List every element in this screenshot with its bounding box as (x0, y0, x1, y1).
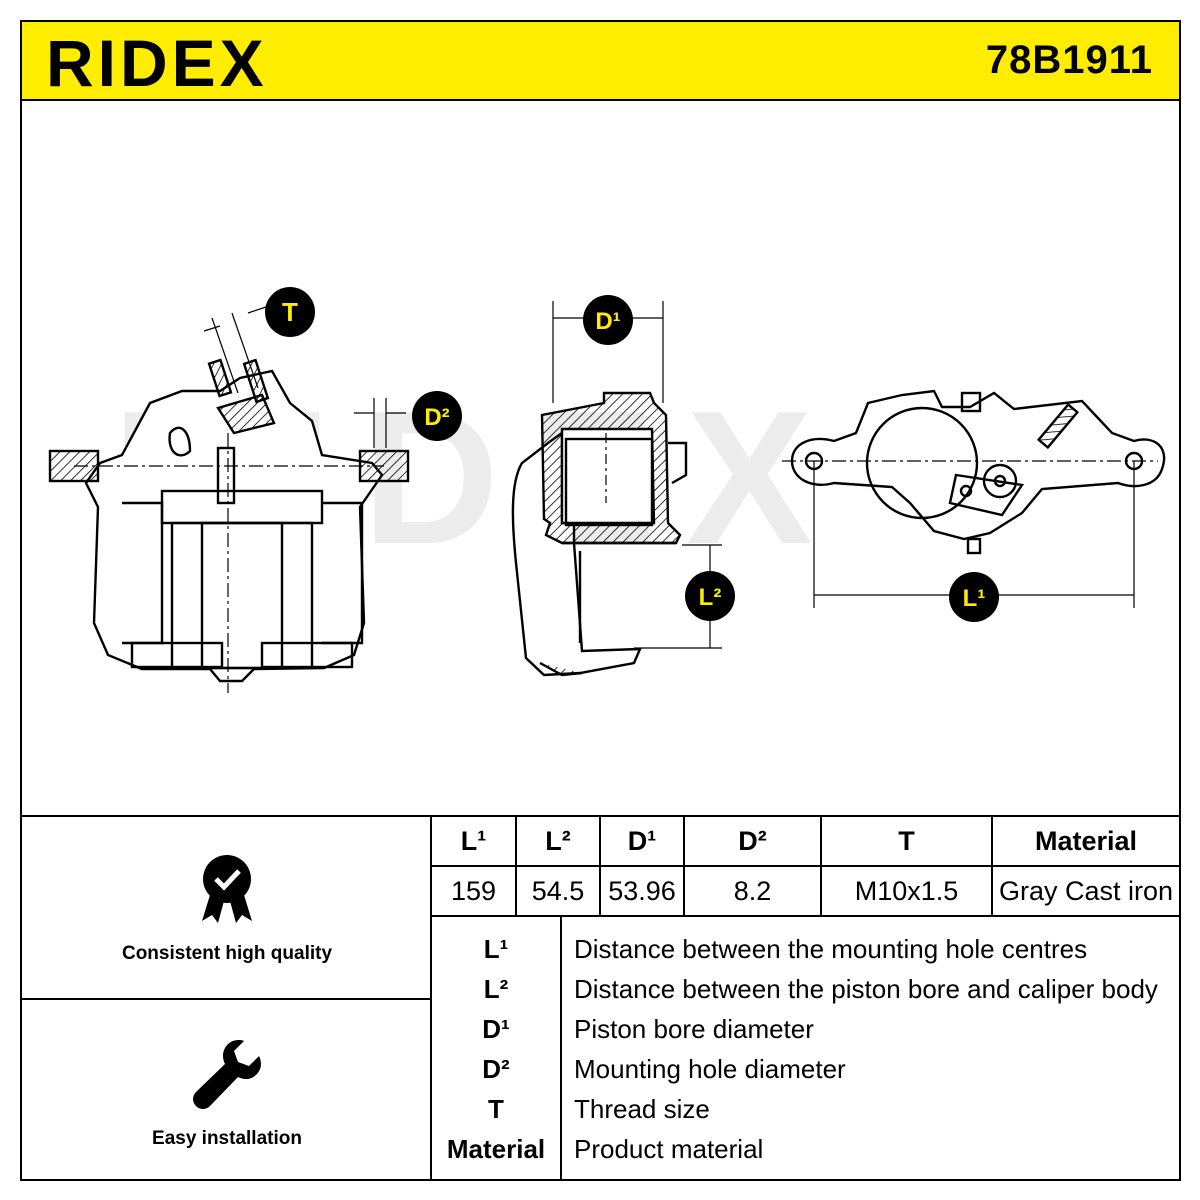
spec-header: L¹ (432, 816, 517, 867)
label-t: T (265, 287, 315, 337)
legend-row: L¹ Distance between the mounting hole ce… (432, 930, 1179, 970)
feature-panel: Consistent high quality Easy installatio… (22, 815, 432, 1179)
label-d2: D² (412, 391, 462, 441)
spec-value-row: 159 54.5 53.96 8.2 M10x1.5 Gray Cast iro… (432, 866, 1179, 917)
ridex-logo: RIDEX (46, 32, 268, 94)
product-sheet: RIDEX 78B1911 RIDEX (20, 20, 1181, 1181)
spec-header: T (821, 816, 993, 867)
svg-text:D²: D² (424, 404, 449, 431)
spec-header: D¹ (600, 816, 685, 867)
legend-desc: Mounting hole diameter (574, 1054, 846, 1084)
spec-header: Material (992, 816, 1179, 867)
spec-header: L² (516, 816, 601, 867)
label-d1: D¹ (583, 295, 633, 345)
spec-header-row: L¹ L² D¹ D² T Material (432, 816, 1179, 867)
caliper-section-view (511, 391, 688, 677)
header-bar: RIDEX 78B1911 (22, 22, 1179, 101)
spec-value: M10x1.5 (821, 866, 993, 917)
svg-text:T: T (282, 297, 298, 327)
legend-row: D² Mounting hole diameter (432, 1050, 1179, 1090)
quality-badge-icon (202, 855, 252, 923)
caliper-front-view (48, 358, 410, 683)
label-l1: L¹ (949, 572, 999, 622)
feature-installation: Easy installation (22, 1000, 432, 1179)
legend-table: L¹ Distance between the mounting hole ce… (432, 916, 1179, 1179)
svg-text:L²: L² (699, 584, 722, 611)
spec-value: 8.2 (684, 866, 822, 917)
legend-divider (560, 916, 562, 1179)
legend-row: T Thread size (432, 1090, 1179, 1130)
legend-row: D¹ Piston bore diameter (432, 1010, 1179, 1050)
label-l2: L² (685, 571, 735, 621)
legend-row: Material Product material (432, 1130, 1179, 1170)
caliper-top-view (790, 389, 1166, 555)
feature-label: Consistent high quality (121, 943, 333, 964)
spec-value: 159 (432, 866, 517, 917)
svg-text:RIDEX: RIDEX (46, 32, 268, 94)
legend-desc: Distance between the mounting hole centr… (574, 934, 1088, 964)
legend-desc: Distance between the piston bore and cal… (574, 974, 1158, 1004)
spec-table: L¹ L² D¹ D² T Material 159 54.5 53.96 8.… (432, 815, 1179, 917)
wrench-icon (193, 1040, 261, 1109)
spec-value: Gray Cast iron (992, 866, 1179, 917)
spec-value: 53.96 (600, 866, 685, 917)
legend-desc: Product material (574, 1134, 764, 1164)
spec-header: D² (684, 816, 822, 867)
svg-text:L¹: L¹ (963, 585, 986, 612)
feature-label: Easy installation (152, 1128, 302, 1149)
legend-key: L¹ (483, 934, 509, 964)
legend-desc: Piston bore diameter (574, 1014, 814, 1044)
legend-key: T (488, 1094, 504, 1124)
spec-value: 54.5 (516, 866, 601, 917)
feature-quality: Consistent high quality (22, 817, 432, 1000)
legend-row: L² Distance between the piston bore and … (432, 970, 1179, 1010)
legend-key: Material (446, 1134, 546, 1164)
svg-text:D¹: D¹ (595, 308, 620, 335)
legend-key: D¹ (482, 1014, 510, 1044)
caliper-drawing: RIDEX (48, 287, 1166, 693)
legend-desc: Thread size (574, 1094, 710, 1124)
part-number: 78B1911 (985, 38, 1153, 82)
legend-key: D² (482, 1054, 510, 1084)
technical-drawing: RIDEX (22, 103, 1179, 815)
legend-key: L² (483, 974, 509, 1004)
